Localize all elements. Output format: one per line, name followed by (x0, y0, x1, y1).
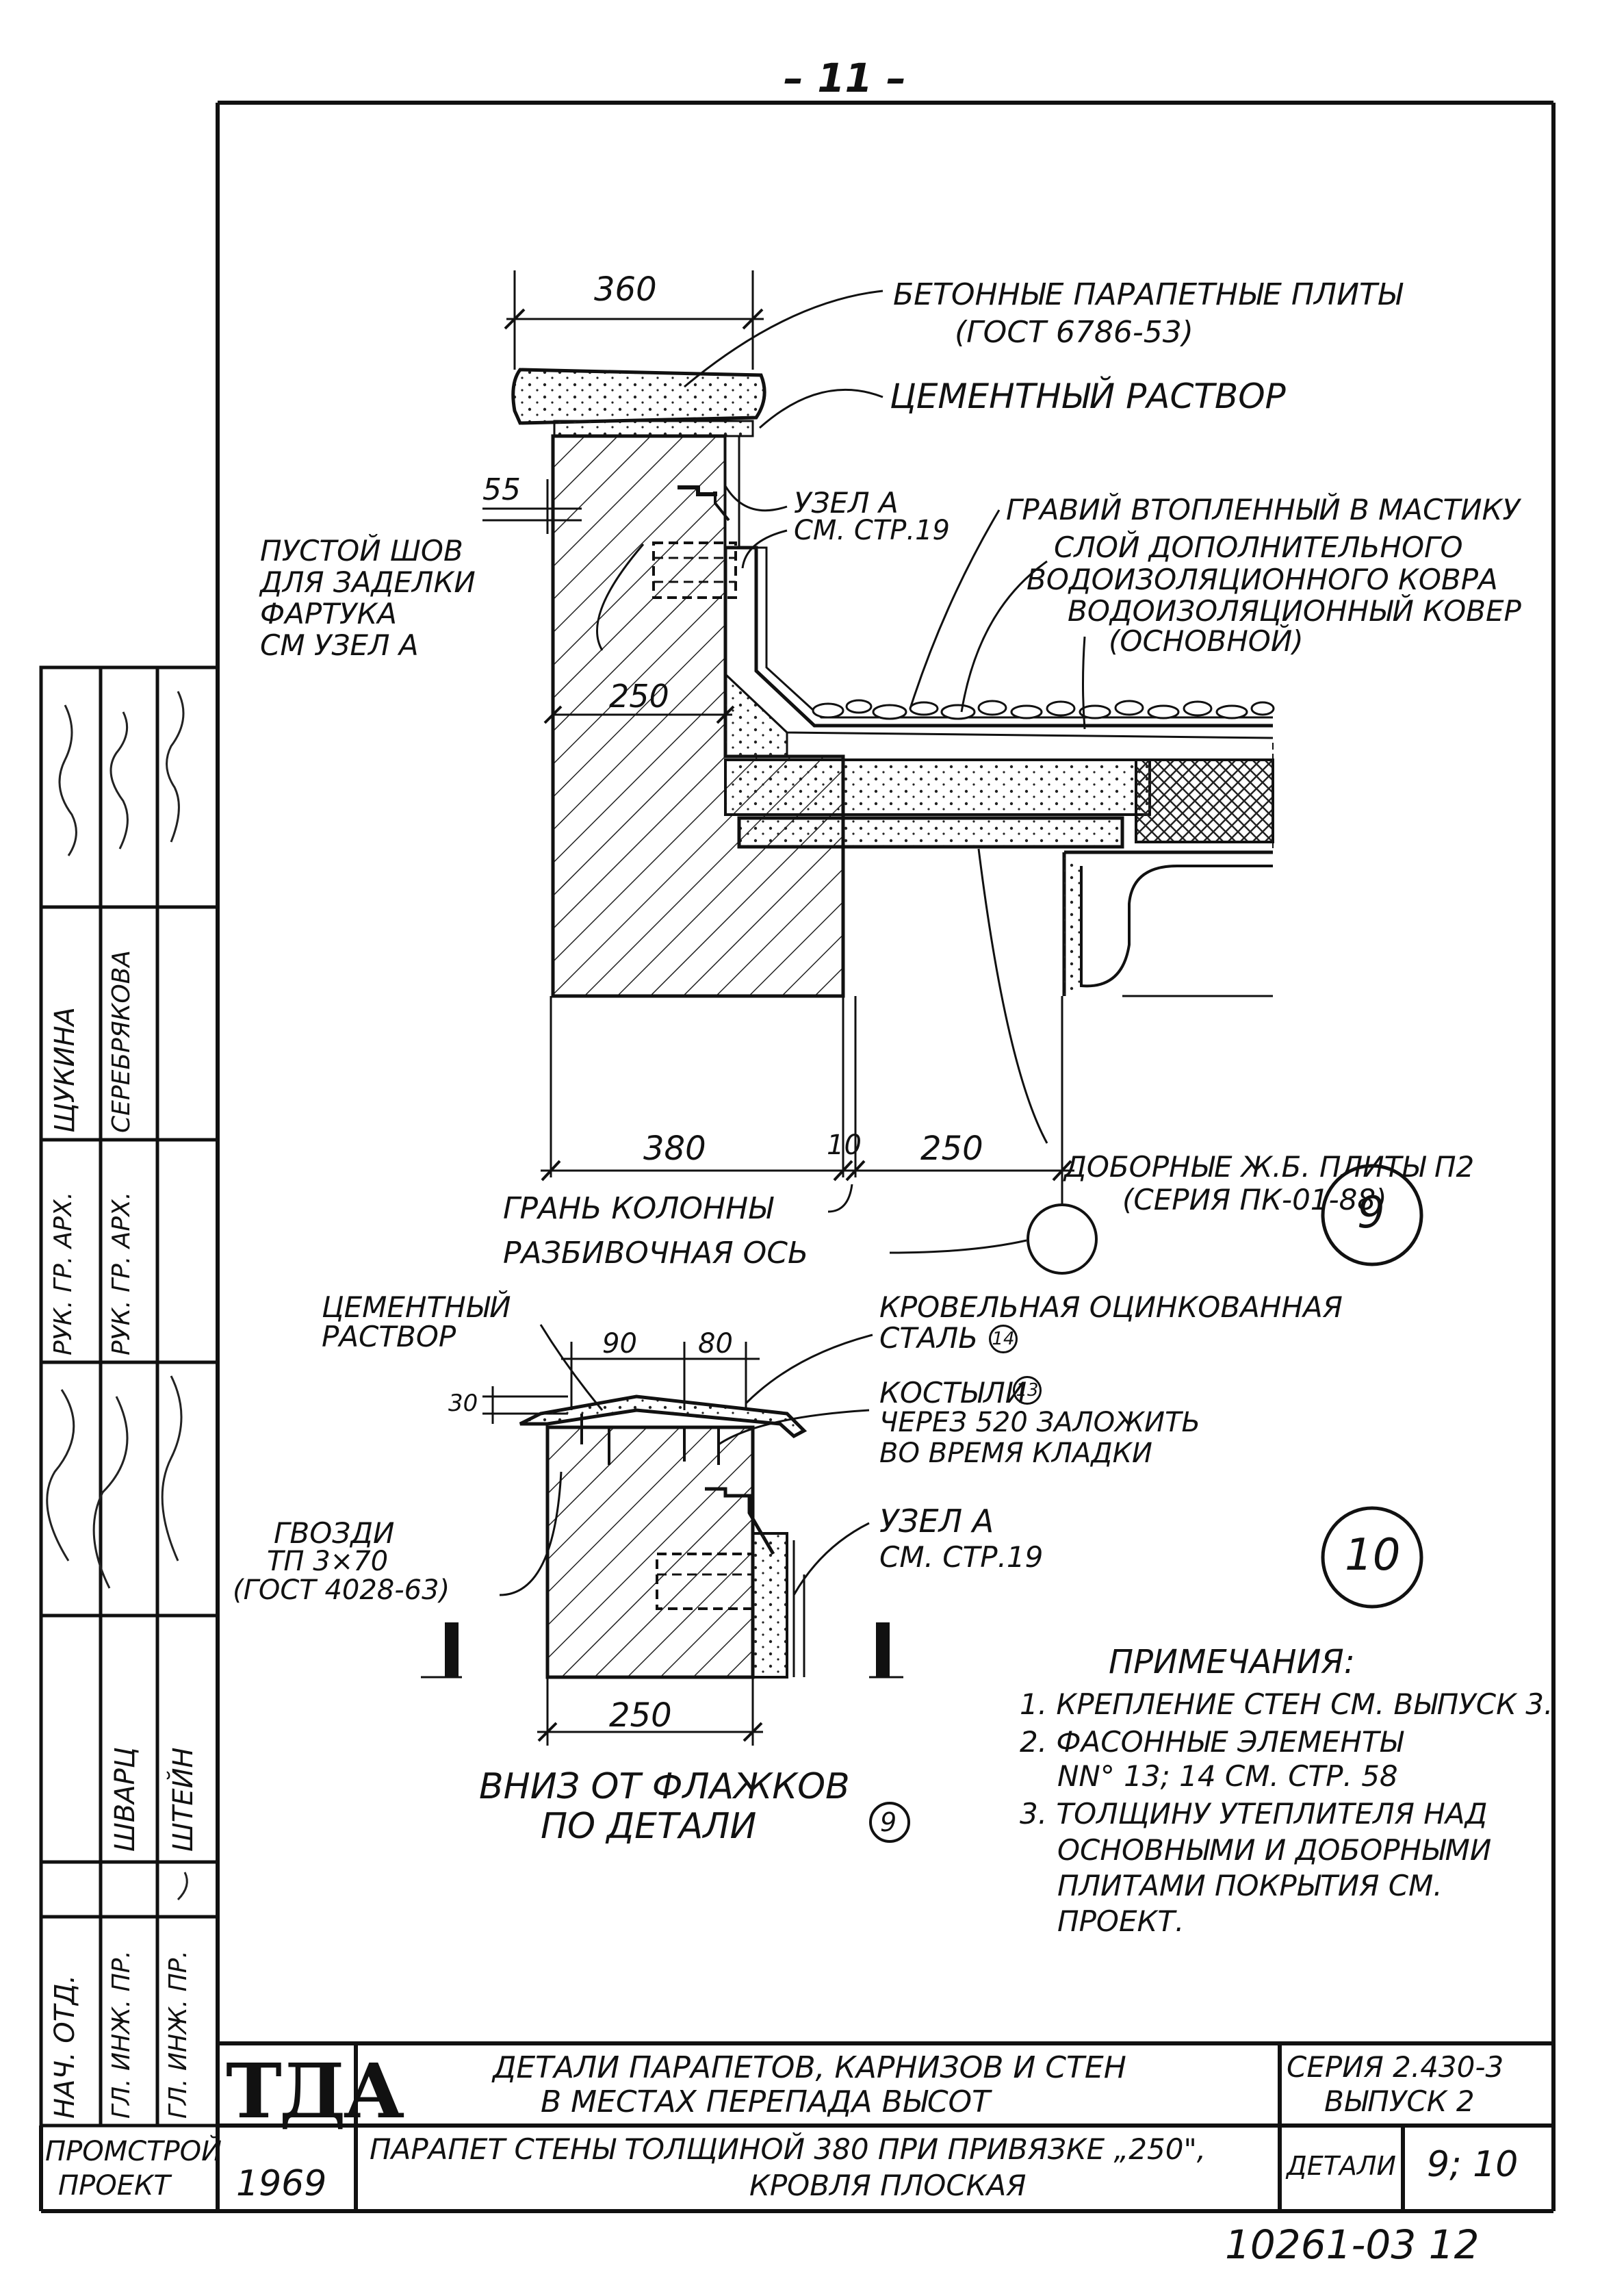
sheet-title-line1: ДЕТАЛИ ПАРАПЕТОВ, КАРНИЗОВ И СТЕН (493, 2050, 1126, 2085)
org-line2: ПРОЕКТ (58, 2170, 170, 2202)
sheet-subtitle-line1: ПАРАПЕТ СТЕНЫ ТОЛЩИНОЙ 380 ПРИ ПРИВЯЗКЕ … (370, 2132, 1207, 2166)
details-label: ДЕТАЛИ (1287, 2151, 1396, 2181)
stamp-name-6: СЕРЕБРЯКОВА (107, 950, 136, 1133)
signatures (46, 691, 188, 1901)
dim-80: 80 (698, 1328, 733, 1360)
caption-10-line2: ПО ДЕТАЛИ (541, 1806, 757, 1847)
details-value: 9; 10 (1427, 2144, 1519, 2185)
title-block-grid (39, 2041, 1553, 2213)
notes-item-5: ОСНОВНЫМИ И ДОБОРНЫМИ (1057, 1833, 1492, 1867)
label-crutch-1: КОСТЫЛИ (879, 1376, 1027, 1410)
dim-90: 90 (602, 1328, 637, 1360)
label-crutch-2: ЧЕРЕЗ 520 ЗАЛОЖИТЬ (879, 1407, 1200, 1438)
stamp-name-3: ШВАРЦ (109, 1747, 141, 1852)
dim-55: 55 (482, 472, 521, 507)
label-main-carpet-1: ВОДОИЗОЛЯЦИОННЫЙ КОВЕР (1068, 594, 1521, 628)
dim-250-bottom: 250 (920, 1130, 983, 1168)
stamp-role-2: ГЛ. ИНЖ. ПР. (107, 1950, 136, 2119)
label-column-face: ГРАНЬ КОЛОННЫ (503, 1191, 773, 1226)
notes-item-6: ПЛИТАМИ ПОКРЫТИЯ СМ. (1057, 1869, 1443, 1902)
dim-250-top: 250 (609, 678, 669, 715)
series-line2: ВЫПУСК 2 (1324, 2084, 1475, 2118)
detail-9-drawing (482, 270, 1423, 1275)
stamp-role-6: РУК. ГР. АРХ. (107, 1191, 136, 1355)
label-axis: РАЗБИВОЧНАЯ ОСЬ (503, 1236, 809, 1271)
label-extra-layer-1: СЛОЙ ДОПОЛНИТЕЛЬНОГО (1054, 531, 1463, 564)
stamp-role-4: ГЛ. ИНЖ. ПР. (164, 1950, 192, 2119)
label-steel-num: 14 (989, 1325, 1018, 1353)
detail-number-9: 9 (1357, 1188, 1385, 1238)
label-steel-2: СТАЛЬ (879, 1321, 979, 1355)
gravel (812, 699, 1275, 720)
dim-30: 30 (448, 1390, 478, 1417)
notes-title: ПРИМЕЧАНИЯ: (1109, 1643, 1355, 1681)
label-node-a-10: УЗЕЛ А (879, 1503, 994, 1540)
stamp-role-5: РУК. ГР. АРХ. (49, 1191, 77, 1355)
dim-250-10: 250 (609, 1696, 672, 1735)
stamp-role-1: НАЧ. ОТД. (49, 1974, 81, 2119)
sheet-title-line2: В МЕСТАХ ПЕРЕПАДА ВЫСОТ (541, 2084, 991, 2119)
notes-item-2: 2. ФАСОННЫЕ ЭЛЕМЕНТЫ (1020, 1725, 1403, 1759)
org-logo: ТДА (226, 2047, 404, 2135)
side-stamp-grid (39, 665, 220, 2128)
detail-number-10: 10 (1345, 1530, 1401, 1581)
sheet-subtitle-line2: КРОВЛЯ ПЛОСКАЯ (749, 2169, 1027, 2202)
label-plates-line2: (ГОСТ 6786-53) (955, 315, 1193, 350)
label-slabs-2: (СЕРИЯ ПК-01-88) (1122, 1183, 1387, 1216)
label-gravel: ГРАВИЙ ВТОПЛЕННЫЙ В МАСТИКУ (1006, 493, 1520, 526)
label-nails-1: ГВОЗДИ (274, 1516, 395, 1550)
label-crutch-num: 13 (1013, 1376, 1042, 1405)
stamp-name-5: ЩУКИНА (49, 1007, 81, 1133)
page-number: – 11 – (784, 55, 907, 101)
label-crutch-3: ВО ВРЕМЯ КЛАДКИ (879, 1438, 1152, 1469)
dim-10: 10 (827, 1130, 862, 1161)
label-node-a-10-ref: СМ. СТР.19 (879, 1540, 1044, 1574)
series-line1: СЕРИЯ 2.430-3 (1287, 2050, 1504, 2084)
doc-number: 10261-03 12 (1225, 2221, 1480, 2268)
label-mortar: ЦЕМЕНТНЫЙ РАСТВОР (890, 377, 1286, 416)
label-plates-line1: БЕТОННЫЕ ПАРАПЕТНЫЕ ПЛИТЫ (893, 277, 1402, 312)
caption-10-ref: 9 (880, 1807, 897, 1837)
label-slabs-1: ДОБОРНЫЕ Ж.Б. ПЛИТЫ П2 (1064, 1150, 1475, 1184)
label-seam-4: СМ УЗЕЛ А (260, 628, 419, 662)
label-seam-3: ФАРТУКА (260, 597, 398, 630)
org-line1: ПРОМСТРОЙ (45, 2136, 222, 2167)
stamp-name-4: ШТЕЙН (168, 1747, 199, 1852)
label-steel-1: КРОВЕЛЬНАЯ ОЦИНКОВАННАЯ (879, 1290, 1343, 1324)
notes-item-1: 1. КРЕПЛЕНИЕ СТЕН СМ. ВЫПУСК 3. (1020, 1687, 1553, 1721)
detail-10-drawing (421, 1324, 1423, 1843)
label-nails-2: ТП 3×70 (267, 1546, 389, 1577)
label-main-carpet-2: (ОСНОВНОЙ) (1109, 624, 1304, 658)
year: 1969 (236, 2163, 327, 2204)
label-node-a-ref: СМ. СТР.19 (794, 515, 950, 546)
dim-360: 360 (594, 270, 657, 309)
notes-item-3: NN° 13; 14 СМ. СТР. 58 (1057, 1759, 1398, 1793)
label-seam-2: ДЛЯ ЗАДЕЛКИ (260, 565, 476, 599)
caption-10-line1: ВНИЗ ОТ ФЛАЖКОВ (479, 1766, 850, 1807)
dim-380: 380 (643, 1130, 706, 1168)
label-mortar-10-1: ЦЕМЕНТНЫЙ (322, 1290, 511, 1324)
notes-item-4: 3. ТОЛЩИНУ УТЕПЛИТЕЛЯ НАД (1020, 1797, 1488, 1831)
label-extra-layer-2: ВОДОИЗОЛЯЦИОННОГО КОВРА (1027, 563, 1498, 596)
notes-item-7: ПРОЕКТ. (1057, 1904, 1185, 1938)
label-seam-1: ПУСТОЙ ШОВ (260, 534, 463, 567)
label-nails-3: (ГОСТ 4028-63) (233, 1574, 450, 1606)
label-mortar-10-2: РАСТВОР (322, 1320, 456, 1353)
label-node-a: УЗЕЛ А (794, 486, 899, 520)
